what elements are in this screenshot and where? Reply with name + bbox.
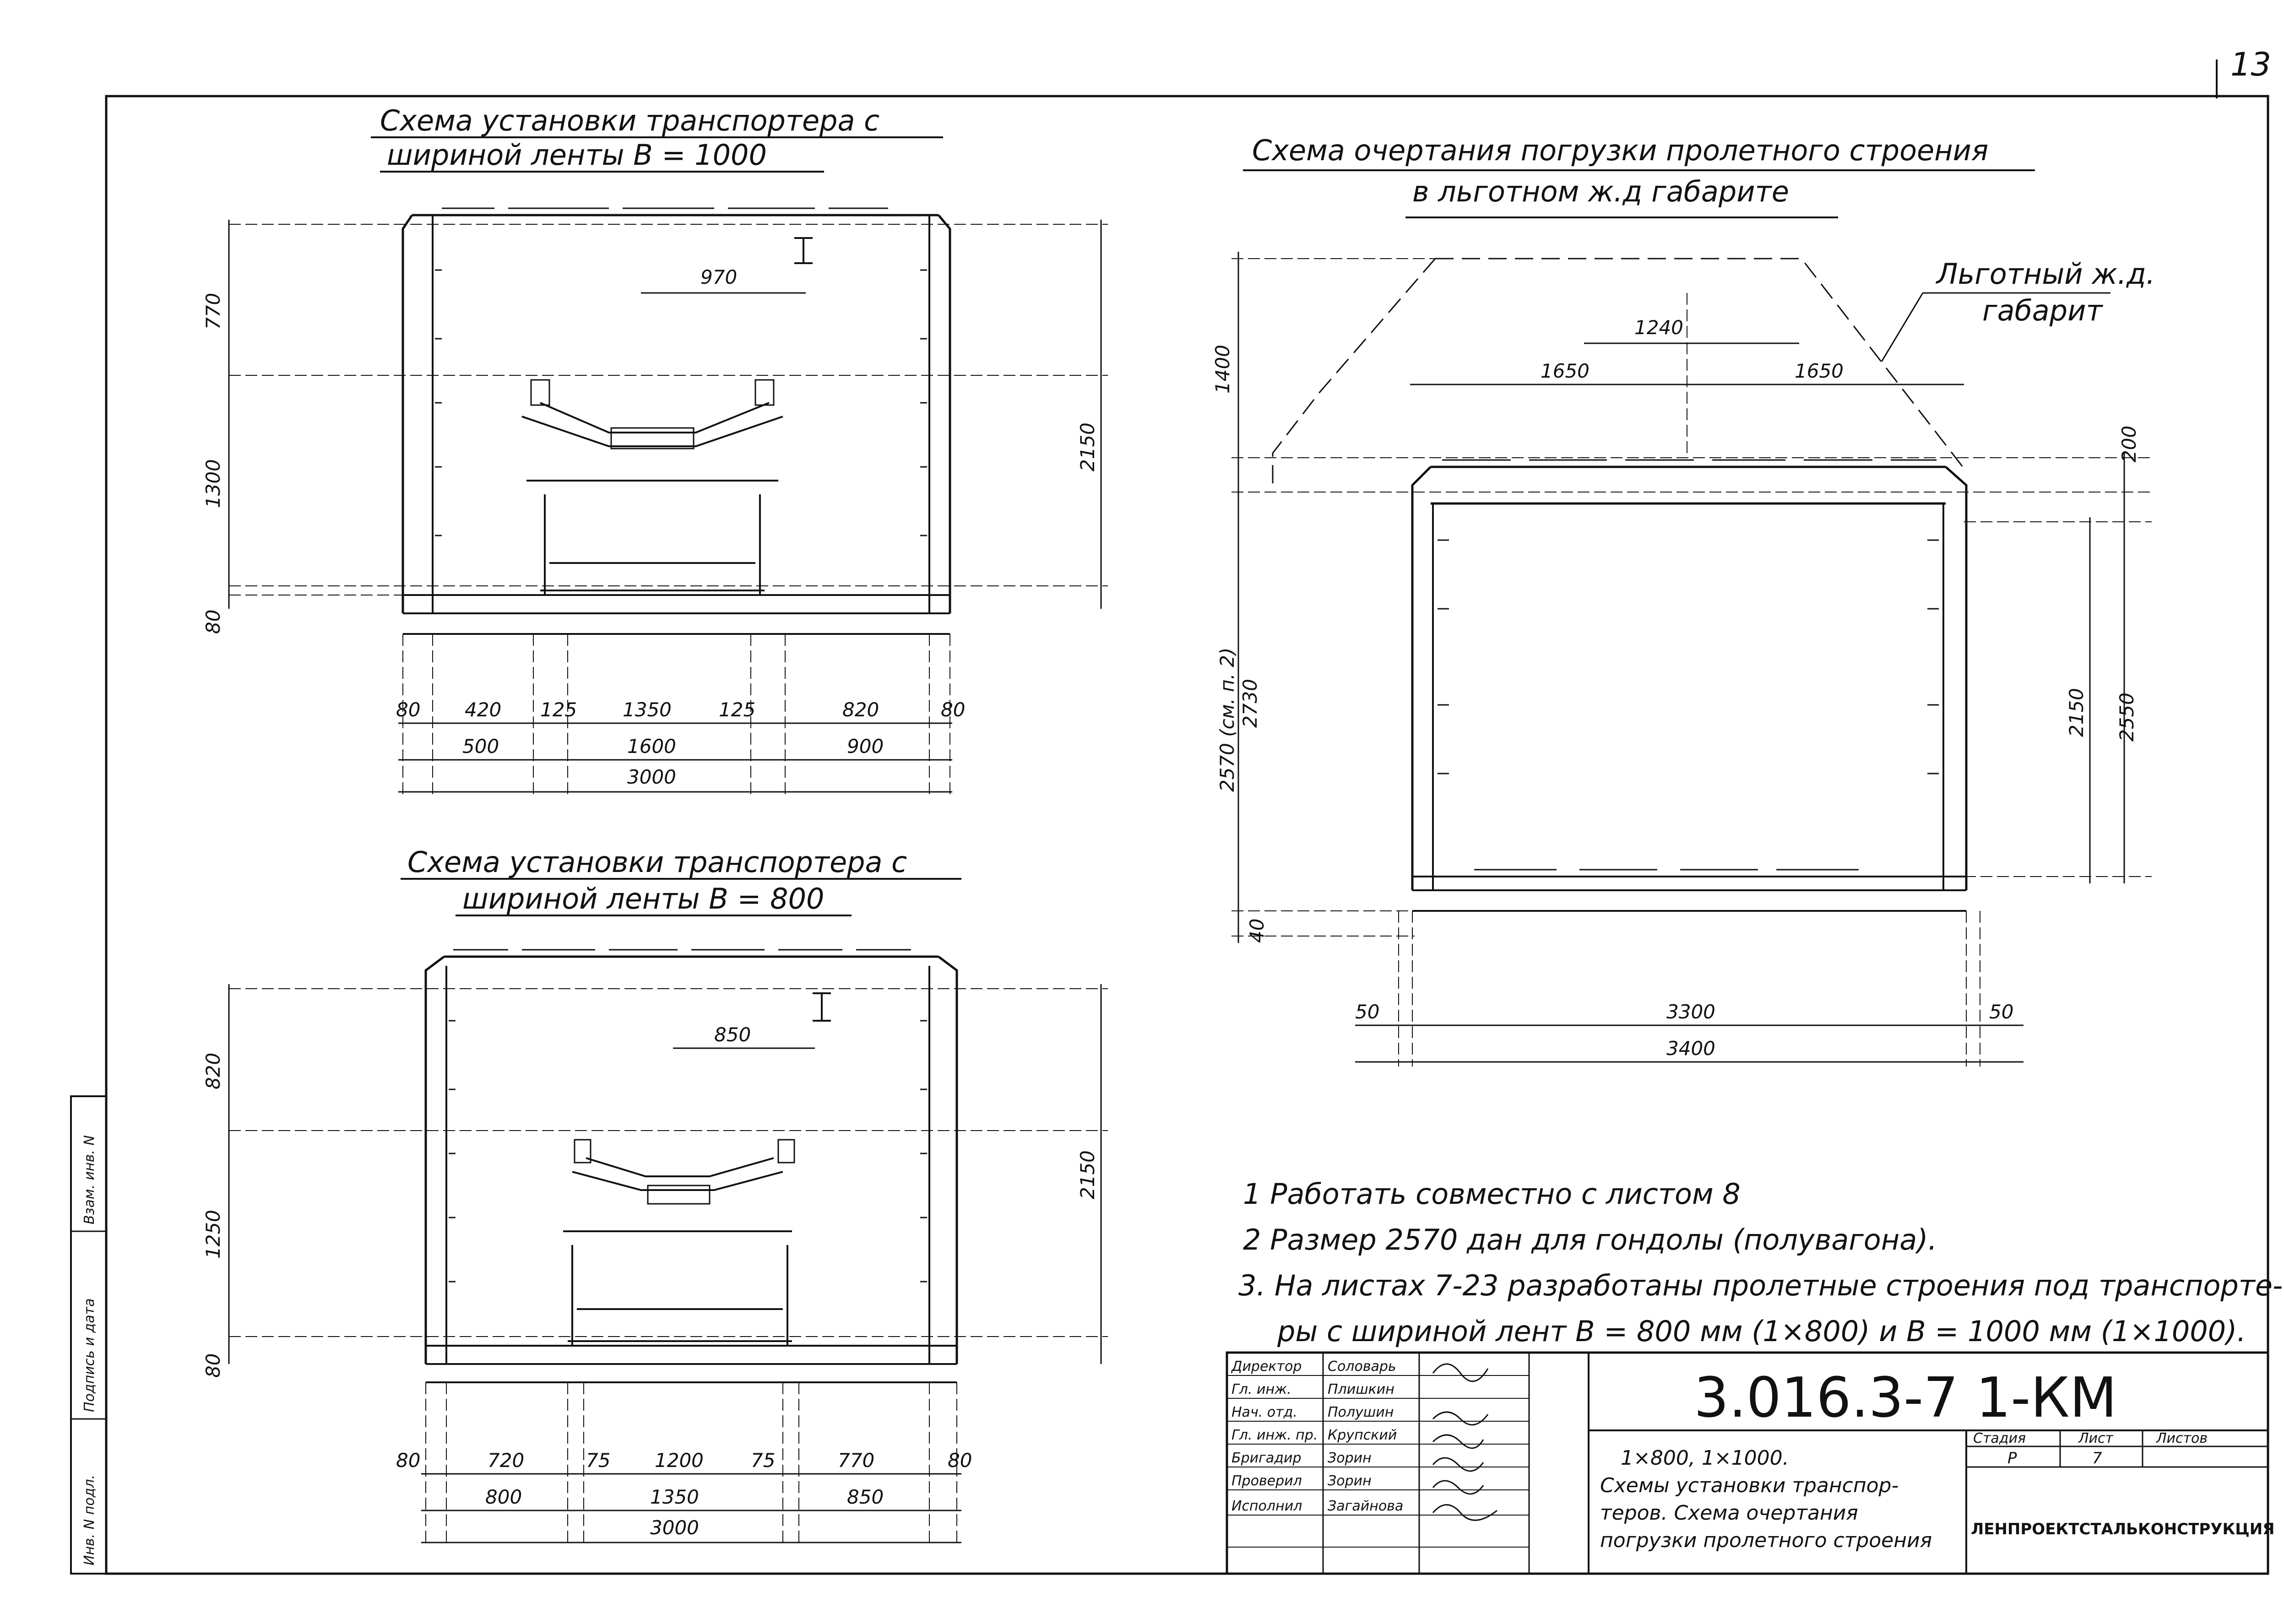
scheme-800-vdim-top: 820: [202, 1053, 224, 1089]
scheme-800-dim-r1-2: 75: [586, 1449, 610, 1472]
gauge-bottom-dim-left: 50: [1355, 1001, 1379, 1023]
tb-role-3: Гл. инж. пр.: [1232, 1427, 1318, 1443]
scheme-1000-vdim-top: 770: [202, 293, 224, 330]
gauge-bottom-dim-mid: 3300: [1666, 1001, 1715, 1023]
scheme-800-dim-r1-6: 80: [948, 1449, 972, 1472]
tb-role-5: Проверил: [1232, 1473, 1302, 1489]
gauge-vdim-2550: 2550: [2116, 693, 2138, 742]
scheme-1000-dim-r2-1: 1600: [627, 735, 676, 758]
gauge-top-dim: 1240: [1634, 316, 1683, 339]
gauge-leader-line2: габарит: [1982, 294, 2103, 327]
tb-role-2: Нач. отд.: [1232, 1404, 1297, 1420]
gauge-title-line2: в льготном ж.д габарите: [1412, 175, 1789, 208]
scheme-800-right-dim: 2150: [1076, 1150, 1099, 1199]
tb-sheet-value: 7: [2092, 1449, 2102, 1467]
note-3-cont: ры с шириной лент В = 800 мм (1×800) и В…: [1277, 1315, 2246, 1348]
tb-desc-1: 1×800, 1×1000.: [1621, 1446, 1789, 1470]
scheme-1000-dim-r2-2: 900: [847, 735, 884, 758]
gauge-title-line1: Схема очертания погрузки пролетного стро…: [1252, 134, 1988, 167]
scheme-1000-right-dim: 2150: [1076, 422, 1099, 471]
tb-stage-header: Стадия: [1973, 1430, 2026, 1446]
gauge-vdim-2730: 2730: [1239, 679, 1261, 728]
scheme-conveyor-800: Схема установки транспортера с шириной л…: [202, 845, 1108, 1547]
side-stamp-label-sign: Подпись и дата: [81, 1299, 98, 1413]
scheme-800-dim-r2-0: 800: [485, 1486, 522, 1508]
gauge-total-dim: 3400: [1666, 1037, 1715, 1060]
tb-name-2: Полушин: [1328, 1404, 1394, 1420]
title-block: Директор Гл. инж. Нач. отд. Гл. инж. пр.…: [1226, 1351, 2274, 1575]
scheme-800-title-line1: Схема установки транспортера с: [407, 845, 907, 879]
scheme-800-title-line2: шириной ленты В = 800: [462, 882, 824, 915]
tb-desc-2: Схемы установки транспор-: [1600, 1474, 1899, 1497]
tb-name-0: Соловарь: [1328, 1359, 1396, 1375]
scheme-800-dim-r1-1: 720: [488, 1449, 524, 1472]
gauge-vdim-200: 200: [2118, 426, 2140, 462]
gauge-half-dim-left: 1650: [1541, 360, 1590, 382]
side-stamp: Инв. N подл. Подпись и дата Взам. инв. N: [70, 1095, 107, 1575]
notes: 1 Работать совместно с листом 8 2 Размер…: [1238, 1177, 2283, 1348]
scheme-800-vdim-mid: 1250: [202, 1210, 224, 1259]
scheme-1000-dim-r1-1: 420: [465, 698, 501, 721]
tb-name-6: Загайнова: [1328, 1498, 1403, 1514]
scheme-loading-gauge: Схема очертания погрузки пролетного стро…: [1211, 134, 2155, 1066]
tb-name-1: Плишкин: [1328, 1381, 1394, 1397]
tb-name-5: Зорин: [1328, 1473, 1372, 1489]
tb-role-0: Директор: [1231, 1359, 1302, 1375]
scheme-1000-dim-r1-5: 820: [842, 698, 879, 721]
scheme-1000-title-line2: шириной ленты В = 1000: [387, 138, 767, 172]
gauge-half-dim-right: 1650: [1795, 360, 1844, 382]
scheme-800-dim-r3: 3000: [650, 1516, 699, 1539]
scheme-1000-inner-dim: 970: [700, 266, 737, 288]
gauge-vdim-2150: 2150: [2065, 688, 2088, 737]
side-stamp-label-inv: Инв. N подл.: [81, 1475, 98, 1565]
gauge-bottom-dim-right: 50: [1989, 1001, 2013, 1023]
tb-code: 3.016.3-7 1-КМ: [1694, 1366, 2117, 1430]
scheme-800-inner-dim: 850: [714, 1023, 751, 1046]
scheme-conveyor-1000: Схема установки транспортера с шириной л…: [202, 104, 1108, 796]
scheme-1000-dim-r1-4: 125: [719, 698, 755, 721]
scheme-800-dim-r1-3: 1200: [655, 1449, 704, 1472]
scheme-800-dim-r1-5: 770: [838, 1449, 874, 1472]
page-number: 13: [2230, 46, 2271, 83]
scheme-800-dim-r2-2: 850: [847, 1486, 884, 1508]
scheme-1000-dim-r1-3: 1350: [623, 698, 672, 721]
gauge-vdim-2570: 2570 (см. п. 2): [1216, 648, 1238, 792]
tb-role-4: Бригадир: [1232, 1450, 1302, 1466]
gauge-vdim-40: 40: [1246, 919, 1268, 943]
scheme-1000-vdim-bot: 80: [202, 610, 224, 634]
scheme-800-vdim-bot: 80: [202, 1353, 224, 1378]
scheme-1000-dim-r1-2: 125: [540, 698, 577, 721]
tb-role-6: Исполнил: [1232, 1498, 1302, 1514]
scheme-1000-dim-r1-6: 80: [941, 698, 965, 721]
note-3: 3. На листах 7-23 разработаны пролетные …: [1238, 1269, 2283, 1302]
note-2: 2 Размер 2570 дан для гондолы (полувагон…: [1243, 1223, 1937, 1256]
tb-name-4: Зорин: [1328, 1450, 1372, 1466]
scheme-1000-dim-r1-0: 80: [396, 698, 420, 721]
scheme-1000-title-line1: Схема установки транспортера с: [380, 104, 879, 137]
scheme-1000-vdim-mid: 1300: [202, 459, 224, 508]
signatures: [1432, 1363, 1497, 1521]
tb-sheet-header: Лист: [2078, 1430, 2114, 1446]
gauge-leader-line1: Льготный ж.д.: [1936, 257, 2155, 291]
tb-name-3: Крупский: [1328, 1427, 1397, 1443]
scheme-1000-dim-r2-0: 500: [462, 735, 499, 758]
tb-role-1: Гл. инж.: [1232, 1381, 1291, 1397]
scheme-800-dim-r1-0: 80: [396, 1449, 420, 1472]
scheme-1000-dim-r3: 3000: [627, 766, 676, 788]
scheme-800-dim-r2-1: 1350: [650, 1486, 699, 1508]
tb-desc-3: теров. Схема очертания: [1600, 1501, 1858, 1525]
gauge-vdim-1400: 1400: [1211, 345, 1234, 394]
tb-organization: ЛЕНПРОЕКТСТАЛЬКОНСТРУКЦИЯ: [1971, 1520, 2274, 1538]
scheme-800-dim-r1-4: 75: [751, 1449, 775, 1472]
tb-desc-4: погрузки пролетного строения: [1600, 1529, 1932, 1552]
tb-stage-value: Р: [2007, 1449, 2017, 1467]
drawing-frame: [105, 95, 2269, 1575]
side-stamp-label-replace: Взам. инв. N: [81, 1135, 98, 1224]
tb-sheets-header: Листов: [2156, 1430, 2208, 1446]
note-1: 1 Работать совместно с листом 8: [1243, 1177, 1741, 1211]
